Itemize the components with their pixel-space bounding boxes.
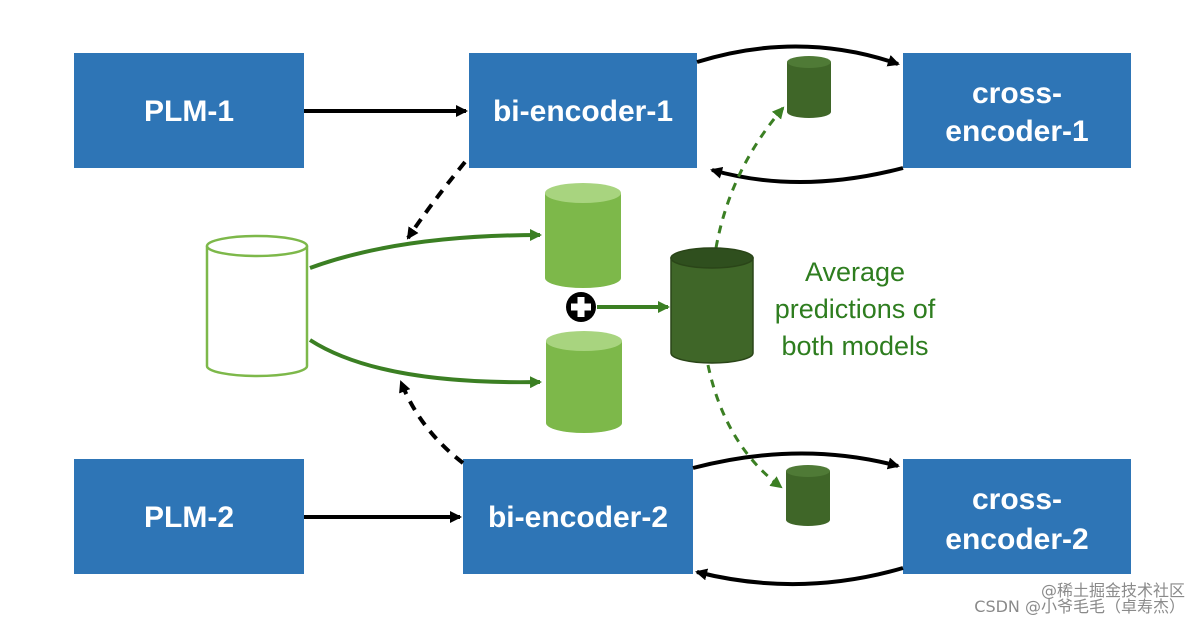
bi-encoder-2-box: bi-encoder-2 [463,459,693,574]
corpus-cylinder [205,234,309,378]
arrow-biencoder1-to-crossencoder1 [696,44,900,67]
cross-encoder-1-label-line2: encoder-1 [945,115,1088,148]
plm-2-label: PLM-2 [144,501,234,534]
arrow-biencoder2-to-crossencoder2 [692,451,900,470]
small-cylinder-1 [787,56,831,118]
average-prediction-cylinder [670,247,754,364]
small-cylinder-2 [786,465,830,526]
plm-2-box: PLM-2 [74,459,304,574]
arrow-crossencoder2-to-biencoder2 [695,566,904,587]
annotation-line2: predictions of [775,294,936,324]
green-dashed-arrow-to-small-cylinder-2 [706,364,783,489]
watermark-line1: @稀土掘金技术社区 [1041,581,1185,600]
green-arrow-corpus-to-prediction-2 [308,338,542,389]
plm-1-label: PLM-1 [144,95,234,128]
green-arrow-corpus-to-prediction-1 [309,229,542,270]
average-predictions-annotation: Average predictions of both models [775,257,936,361]
arrow-crossencoder1-to-biencoder1 [710,166,904,184]
bi-encoder-2-label: bi-encoder-2 [488,501,668,534]
cross-encoder-1-box: cross- encoder-1 [903,53,1131,168]
dashed-arrow-biencoder2-to-corpus [399,380,465,465]
cross-encoder-2-label-line2: encoder-2 [945,523,1088,556]
plus-icon [566,292,596,322]
annotation-line3: both models [781,331,928,361]
dashed-arrow-biencoder1-to-corpus [406,160,467,240]
cross-encoder-2-box: cross- encoder-2 [903,459,1131,574]
prediction-cylinder-1 [545,183,621,288]
bi-encoder-1-label: bi-encoder-1 [493,95,673,128]
watermark-line2: CSDN @小爷毛毛（卓寿杰） [974,597,1185,616]
green-dashed-arrow-to-small-cylinder-1 [714,106,785,249]
cross-encoder-1-label-line1: cross- [972,77,1062,110]
prediction-cylinder-2 [546,331,622,433]
annotation-line1: Average [805,257,905,287]
bi-encoder-1-box: bi-encoder-1 [469,53,697,168]
plm-1-box: PLM-1 [74,53,304,168]
cross-encoder-2-label-line1: cross- [972,483,1062,516]
watermark: @稀土掘金技术社区 CSDN @小爷毛毛（卓寿杰） [974,581,1185,616]
